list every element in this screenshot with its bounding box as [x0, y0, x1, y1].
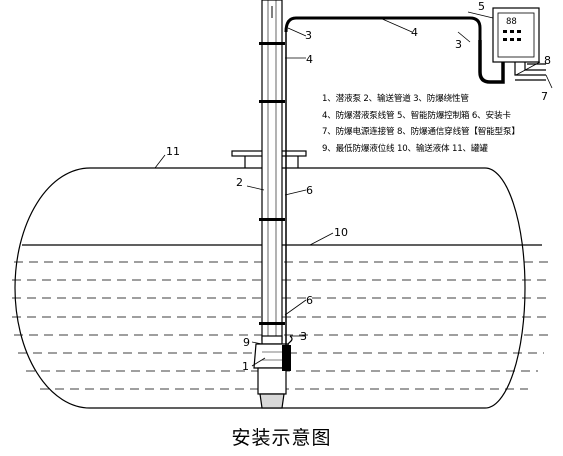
callout-1: 1 [242, 360, 249, 373]
tank-outline [14, 167, 526, 409]
delivery-pipe [261, 0, 283, 341]
callout-4-top: 4 [411, 26, 418, 39]
legend-line-4: 9、最低防爆液位线 10、输送液体 11、罐罐 [322, 144, 488, 154]
callout-5: 5 [478, 0, 485, 13]
callout-11: 11 [166, 145, 180, 158]
callout-3-box: 3 [455, 38, 462, 51]
legend-line-1: 1、潜液泵 2、输送管道 3、防爆绕性管 [322, 94, 469, 104]
callout-9: 9 [243, 336, 250, 349]
callout-6-lower: 6 [306, 294, 313, 307]
flexible-hose-box [478, 40, 505, 84]
callout-8: 8 [544, 54, 551, 67]
callout-3-pump: 3 [300, 330, 307, 343]
callout-7: 7 [541, 90, 548, 103]
box-display: 88 [506, 17, 517, 27]
callout-2: 2 [236, 176, 243, 189]
control-box: 88 [492, 7, 540, 63]
leader-lines [154, 11, 553, 367]
legend-line-3: 7、防爆电源连接管 8、防爆通信穿线管【智能型泵】 [322, 127, 520, 137]
callout-10: 10 [334, 226, 348, 239]
legend-line-2: 4、防爆潜液泵线管 5、智能防爆控制箱 6、安装卡 [322, 111, 511, 121]
callout-6-upper: 6 [306, 184, 313, 197]
flexible-hose-top [284, 16, 482, 40]
power-conduit [514, 62, 546, 81]
callout-4-pipe: 4 [306, 53, 313, 66]
callout-3-top: 3 [305, 29, 312, 42]
pump-junction [282, 345, 291, 371]
tank-nozzle [244, 155, 299, 168]
flexible-hose-pump [287, 335, 293, 349]
diagram-caption: 安装示意图 [231, 427, 332, 449]
pump [253, 335, 291, 409]
pipe-clamps [259, 42, 285, 325]
